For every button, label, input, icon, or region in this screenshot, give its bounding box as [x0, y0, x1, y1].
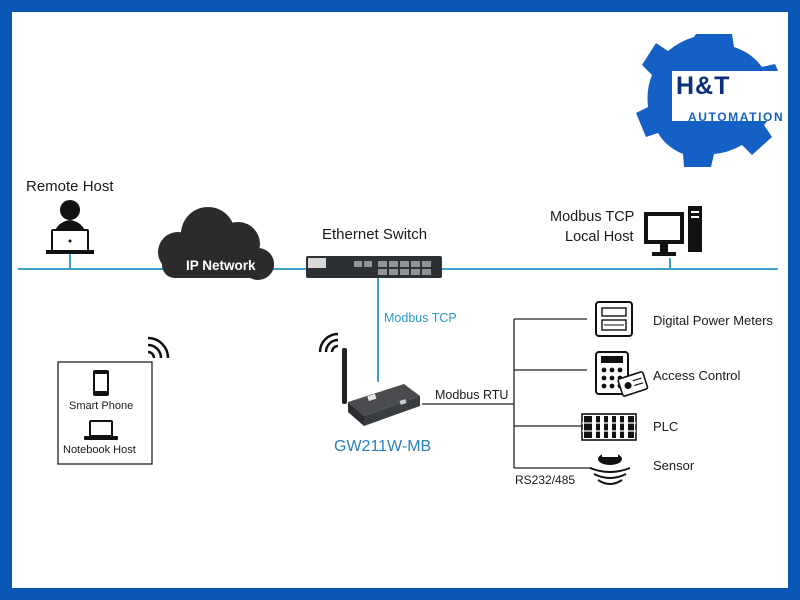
modbus-rtu-bus [422, 318, 592, 469]
remote-host-icon [46, 200, 94, 254]
remote-host-label: Remote Host [26, 178, 114, 195]
diagram-canvas: H&T AUTOMATION Remote Host IP Network Et… [12, 12, 788, 588]
cloud-icon [158, 207, 274, 280]
gear-logo [636, 34, 788, 167]
smart-phone-icon [93, 370, 109, 396]
device-label-power-meters: Digital Power Meters [653, 313, 773, 328]
ip-network-label: IP Network [186, 258, 256, 273]
sensor-icon [589, 453, 631, 485]
local-host-label-line1: Modbus TCP [550, 209, 635, 225]
serial-label: RS232/485 [515, 473, 576, 487]
notebook-host-label: Notebook Host [63, 444, 136, 456]
brand-name: H&T [676, 72, 731, 100]
ethernet-switch-icon [306, 256, 442, 278]
mobile-devices-panel [57, 336, 170, 465]
notebook-icon [84, 420, 118, 440]
plc-icon [581, 413, 637, 441]
access-control-icon [595, 351, 649, 397]
ethernet-switch-label: Ethernet Switch [322, 226, 428, 243]
modbus-tcp-label: Modbus TCP [384, 311, 457, 325]
brand-subtitle: AUTOMATION [688, 110, 785, 124]
diagram-graphics [18, 34, 788, 485]
smart-phone-label: Smart Phone [69, 400, 134, 412]
local-host-label-line2: Local Host [565, 229, 634, 245]
power-meter-icon [595, 301, 633, 337]
gateway-label: GW211W-MB [334, 438, 432, 455]
device-label-plc: PLC [653, 419, 679, 434]
device-label-sensor: Sensor [653, 458, 695, 473]
device-label-access-control: Access Control [653, 368, 741, 383]
wifi-icon [318, 332, 339, 353]
wifi-icon [147, 336, 170, 359]
modbus-rtu-label: Modbus RTU [435, 388, 509, 402]
desktop-computer-icon [644, 206, 702, 256]
gateway-device-icon [318, 332, 420, 426]
